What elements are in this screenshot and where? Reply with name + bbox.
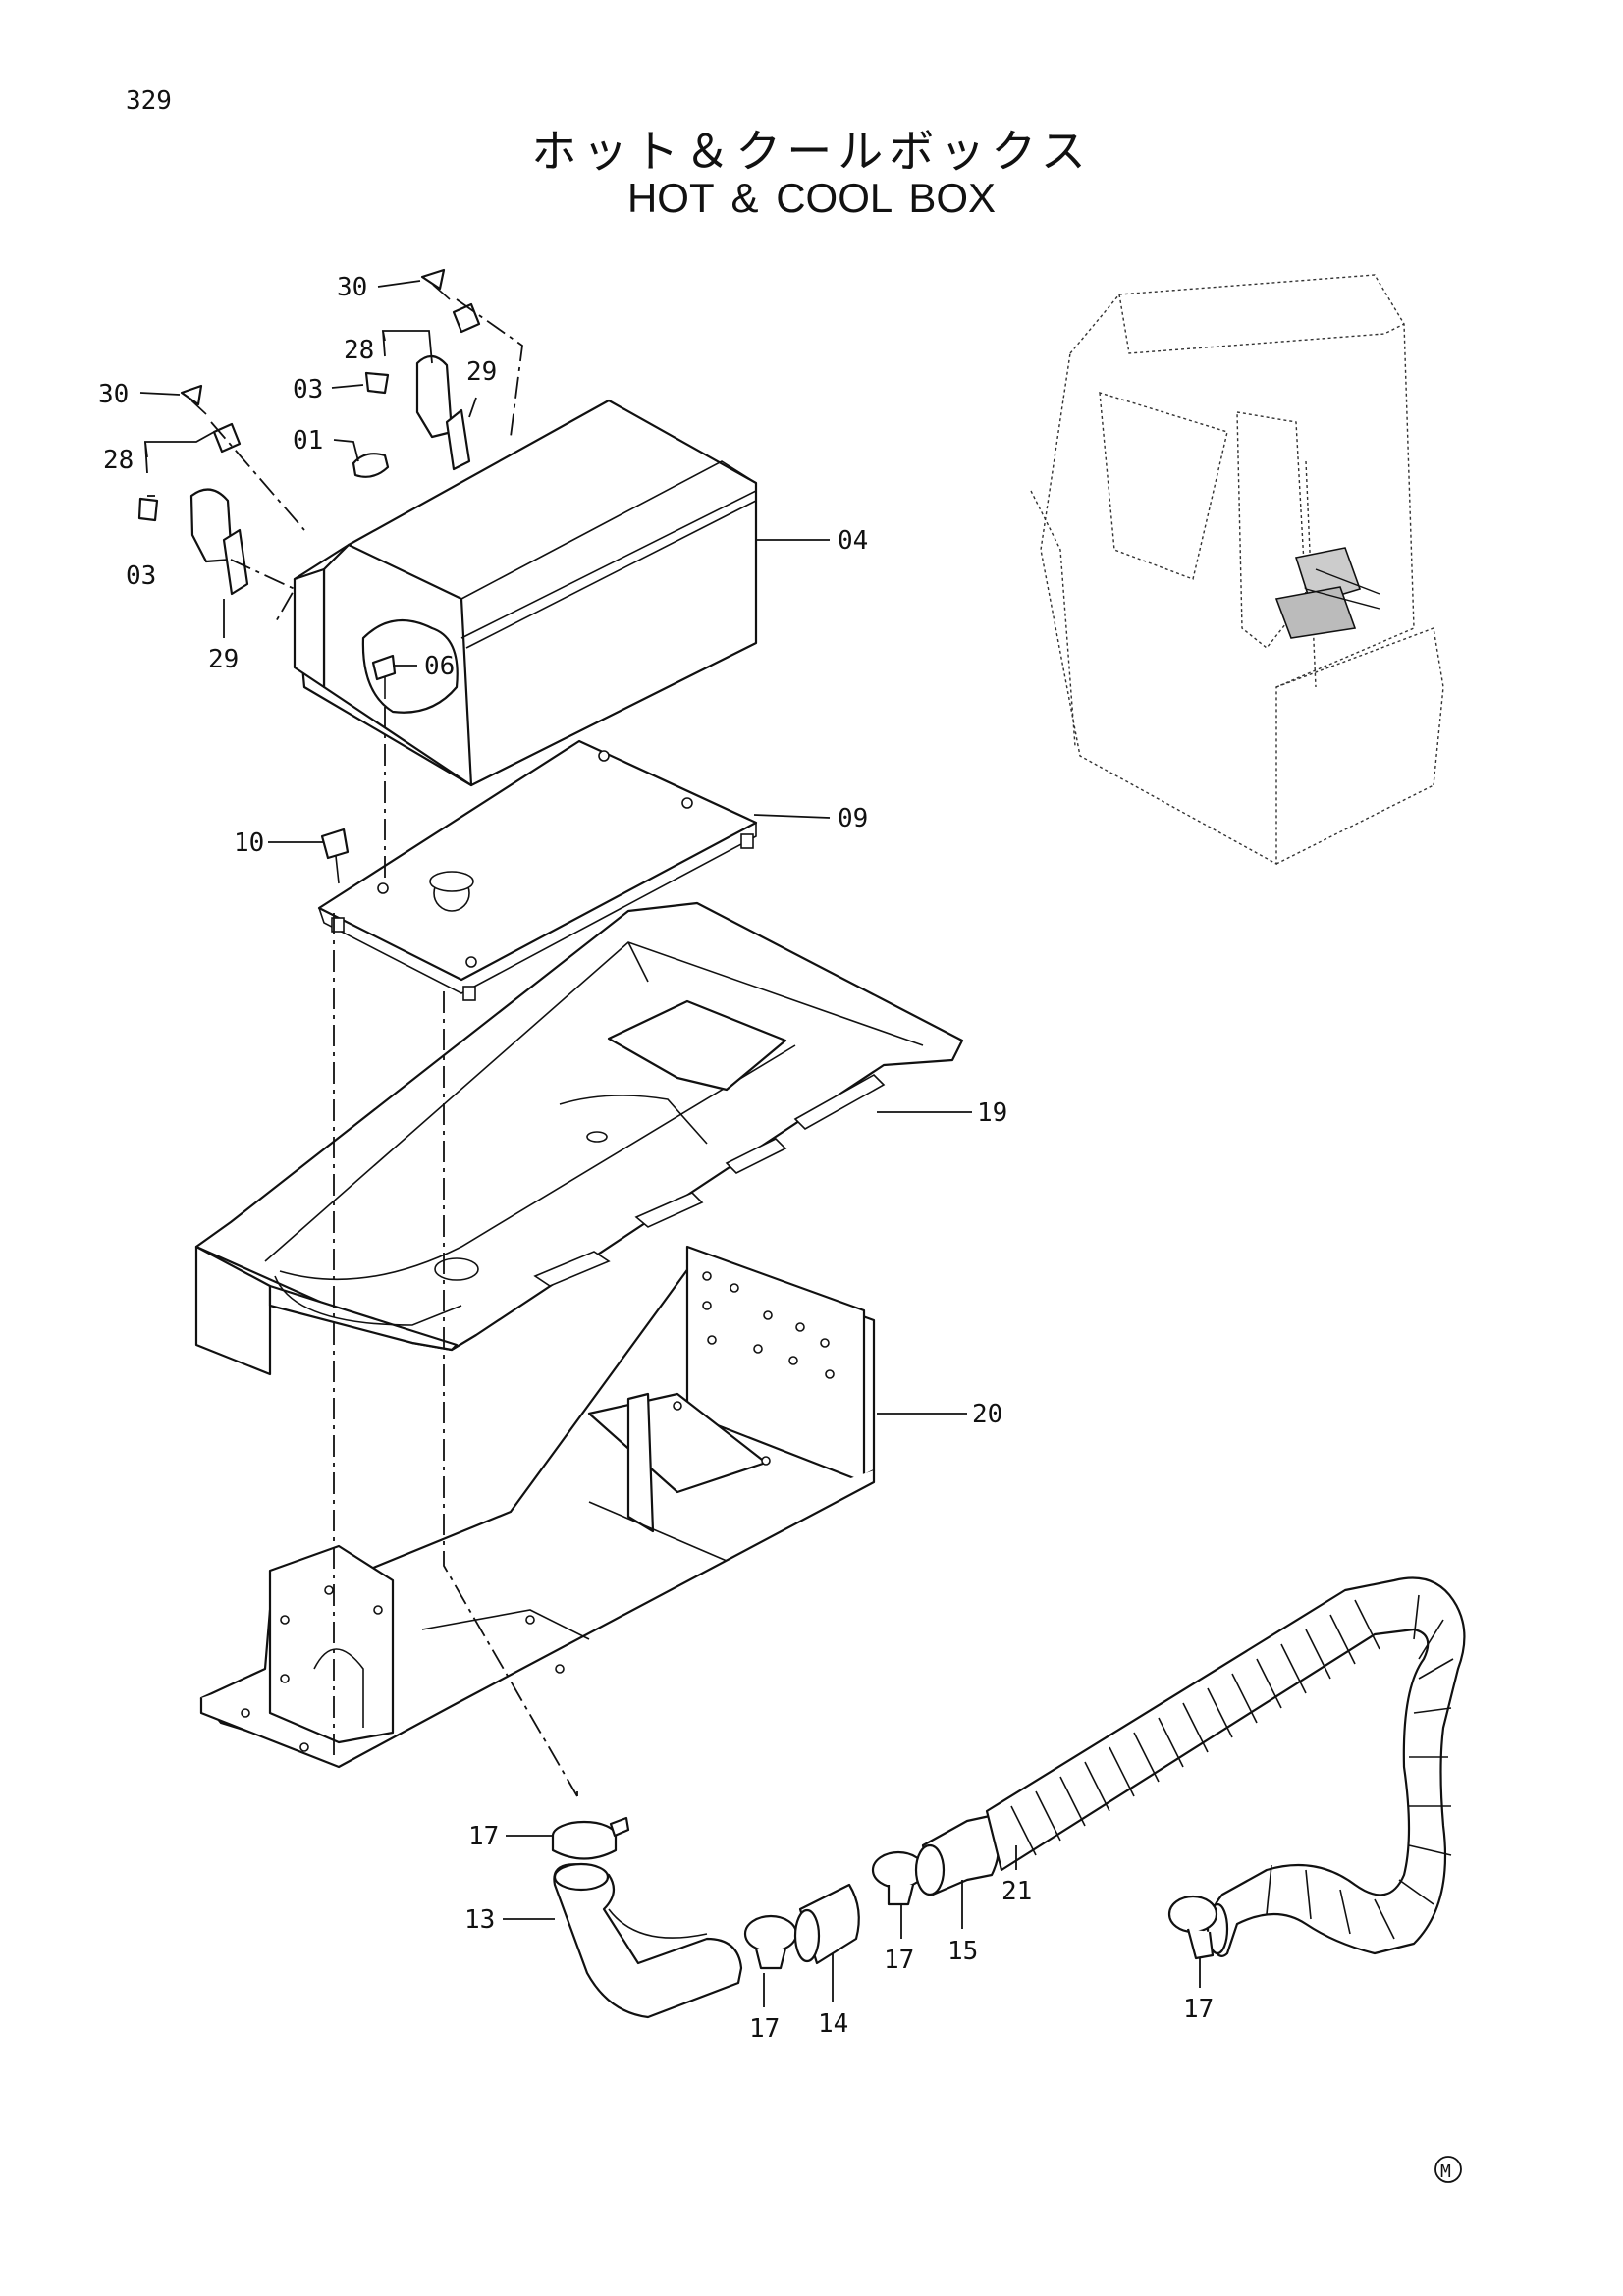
small-hardware bbox=[137, 268, 481, 884]
callout-labels: 30 28 29 03 01 30 28 03 29 04 06 09 10 1… bbox=[98, 273, 1214, 2044]
model-mark: M bbox=[1434, 2156, 1462, 2183]
callout-01: 01 bbox=[293, 426, 323, 455]
part-20-base-bracket bbox=[199, 1245, 876, 1769]
cab-location-sketch bbox=[1030, 274, 1444, 866]
callout-14: 14 bbox=[818, 2009, 848, 2039]
callout-06: 06 bbox=[424, 652, 455, 681]
part-19-console-tray bbox=[194, 901, 964, 1376]
part-17-clamp-left bbox=[743, 1914, 798, 1970]
callout-04: 04 bbox=[838, 526, 868, 556]
callout-19: 19 bbox=[977, 1098, 1007, 1128]
callout-17-right: 17 bbox=[1183, 1995, 1214, 2024]
part-17-clamp-right bbox=[1167, 1895, 1218, 1960]
title-english: HOT & COOL BOX bbox=[626, 175, 997, 221]
callout-21: 21 bbox=[1001, 1877, 1032, 1906]
callout-29-upper: 29 bbox=[466, 357, 497, 387]
part-13-elbow-hose bbox=[553, 1862, 743, 2019]
part-17-clamp-upper bbox=[551, 1816, 630, 1860]
explode-lines bbox=[210, 298, 578, 1797]
callout-17-mid: 17 bbox=[884, 1946, 914, 1975]
part-09-plate bbox=[317, 739, 758, 1001]
callout-09: 09 bbox=[838, 804, 868, 833]
callout-17-upper: 17 bbox=[468, 1822, 499, 1851]
part-15-reducer bbox=[914, 1814, 1001, 1896]
callout-29-lower: 29 bbox=[208, 645, 239, 674]
leader-lines bbox=[139, 280, 1201, 2007]
part-14-sleeve bbox=[793, 1883, 860, 1965]
title-japanese: ホット＆クールボックス bbox=[531, 125, 1092, 178]
page-number: 329 bbox=[126, 86, 172, 116]
model-mark-letter: M bbox=[1440, 2162, 1451, 2182]
part-21-corrugated-duct bbox=[985, 1576, 1466, 1957]
callout-30-lower: 30 bbox=[98, 380, 129, 409]
box-location-highlight bbox=[1274, 547, 1380, 639]
callout-30-upper: 30 bbox=[337, 273, 367, 302]
part-04-lid bbox=[293, 399, 758, 787]
callout-28-lower: 28 bbox=[103, 446, 134, 475]
callout-15: 15 bbox=[947, 1937, 978, 1966]
callout-13: 13 bbox=[464, 1905, 495, 1935]
callout-03-lower: 03 bbox=[126, 561, 156, 591]
callout-17-left: 17 bbox=[749, 2014, 780, 2044]
callout-28-upper: 28 bbox=[344, 336, 374, 365]
callout-10: 10 bbox=[234, 828, 264, 858]
callout-03-upper: 03 bbox=[293, 375, 323, 404]
callout-20: 20 bbox=[972, 1400, 1002, 1429]
